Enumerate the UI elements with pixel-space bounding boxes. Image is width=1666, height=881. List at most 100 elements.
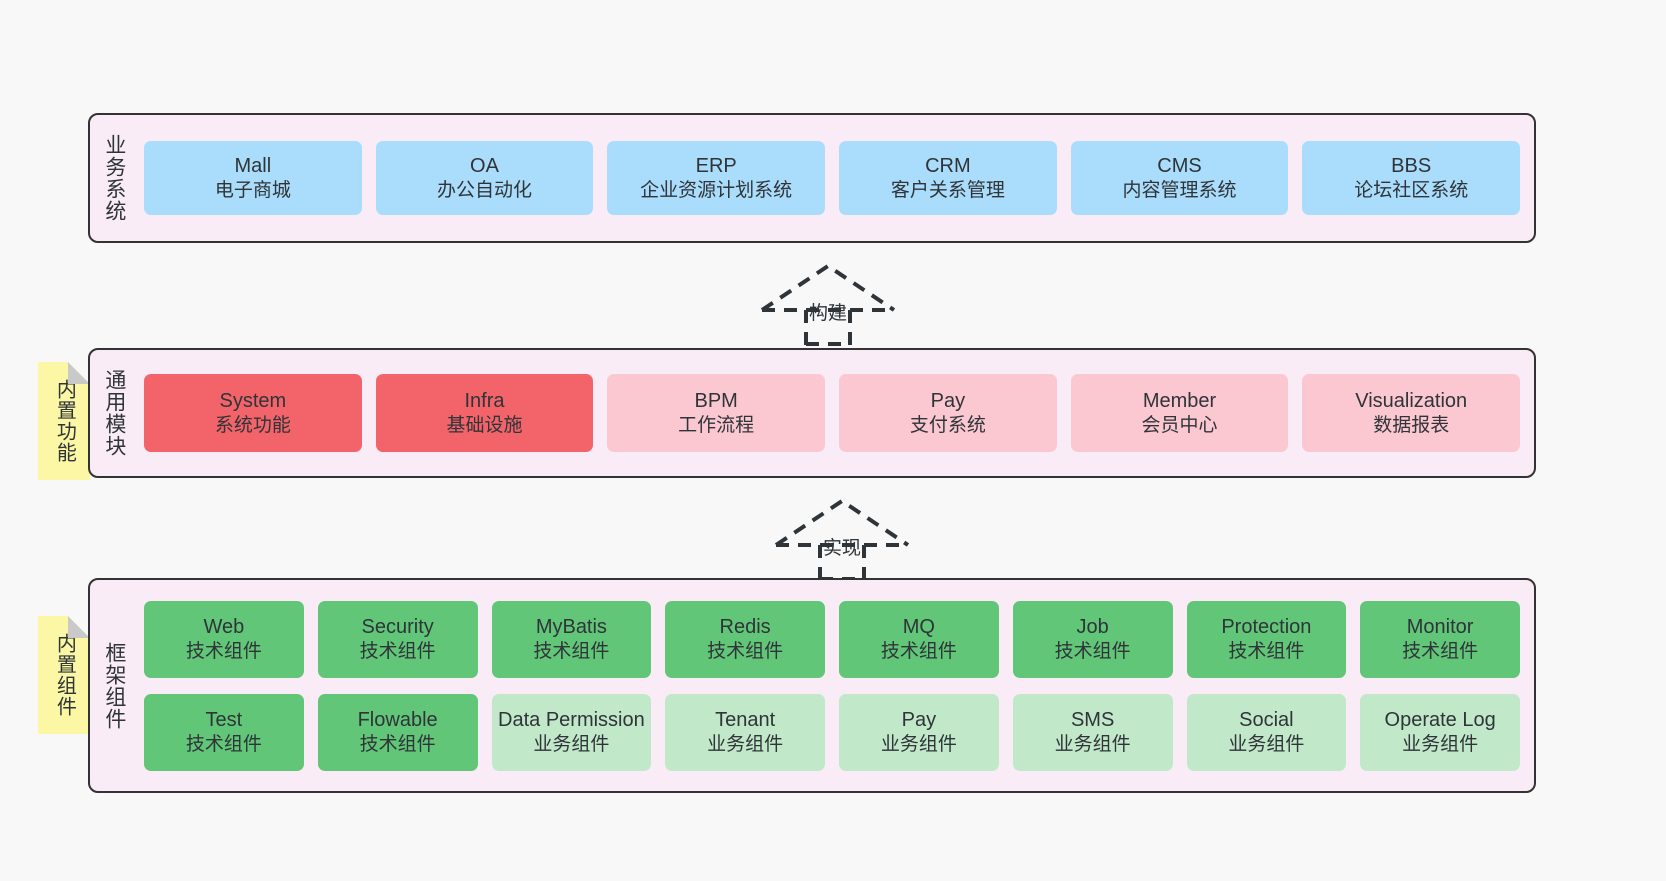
card-title-en: System: [219, 389, 287, 412]
card-infra[interactable]: Infra 基础设施: [375, 374, 594, 452]
card-title-cn: 电子商城: [214, 179, 291, 201]
card-title-en: ERP: [695, 154, 737, 177]
card-system[interactable]: System 系统功能: [144, 374, 362, 452]
connector-build-label: 构建: [808, 303, 848, 324]
card-title-en: MyBatis: [535, 615, 607, 638]
card-protection[interactable]: Protection 技术组件: [1186, 600, 1347, 678]
card-redis[interactable]: Redis 技术组件: [665, 600, 825, 678]
card-title-cn: 业务组件: [707, 733, 784, 755]
sticky-note-label: 内置组件: [53, 633, 76, 717]
card-job[interactable]: Job 技术组件: [1012, 600, 1173, 678]
card-title-en: Social: [1239, 708, 1294, 731]
card-title-en: BBS: [1391, 154, 1432, 177]
card-flowable[interactable]: Flowable 技术组件: [317, 693, 478, 771]
card-web[interactable]: Web 技术组件: [144, 600, 304, 678]
connector-build: 构建: [758, 262, 898, 346]
card-title-en: CMS: [1157, 154, 1202, 177]
card-title-en: Web: [203, 615, 245, 638]
layer-title-business-system: 业务系统: [102, 134, 126, 222]
card-bpm[interactable]: BPM 工作流程: [607, 374, 826, 452]
card-title-cn: 办公自动化: [437, 179, 533, 201]
card-data-permission[interactable]: Data Permission 业务组件: [491, 693, 652, 771]
card-title-en: Pay: [930, 389, 966, 412]
card-title-cn: 系统功能: [214, 414, 291, 436]
card-erp[interactable]: ERP 企业资源计划系统: [607, 141, 826, 215]
card-visualization[interactable]: Visualization 数据报表: [1302, 374, 1521, 452]
card-title-cn: 技术组件: [359, 733, 436, 755]
card-title-cn: 技术组件: [880, 640, 957, 662]
layer-business-system: 业务系统 Mall 电子商城 OA 办公自动化 ERP 企业资源计划系统 CRM…: [88, 113, 1536, 243]
card-title-en: Operate Log: [1384, 708, 1496, 731]
card-row: System 系统功能 Infra 基础设施 BPM 工作流程 Pay 支付系统…: [144, 374, 1521, 452]
card-crm[interactable]: CRM 客户关系管理: [839, 141, 1057, 215]
card-mq[interactable]: MQ 技术组件: [839, 600, 999, 678]
card-mall[interactable]: Mall 电子商城: [144, 141, 362, 215]
layer-body-common-module: System 系统功能 Infra 基础设施 BPM 工作流程 Pay 支付系统…: [138, 350, 1534, 476]
card-sms[interactable]: SMS 业务组件: [1012, 693, 1173, 771]
card-test[interactable]: Test 技术组件: [144, 693, 304, 771]
card-mybatis[interactable]: MyBatis 技术组件: [491, 600, 652, 678]
card-title-cn: 工作流程: [678, 414, 755, 436]
card-title-cn: 技术组件: [1228, 640, 1305, 662]
card-title-en: Redis: [719, 615, 771, 638]
card-title-cn: 论坛社区系统: [1354, 179, 1469, 201]
card-row: Mall 电子商城 OA 办公自动化 ERP 企业资源计划系统 CRM 客户关系…: [144, 141, 1521, 215]
connector-implement: 实现: [772, 497, 912, 581]
card-title-en: OA: [470, 154, 499, 177]
card-title-cn: 业务组件: [1054, 733, 1131, 755]
card-title-en: Flowable: [357, 708, 438, 731]
card-title-cn: 会员中心: [1141, 414, 1218, 436]
connector-implement-label: 实现: [822, 538, 862, 559]
card-pay[interactable]: Pay 支付系统: [839, 374, 1057, 452]
card-member[interactable]: Member 会员中心: [1070, 374, 1289, 452]
card-title-cn: 数据报表: [1373, 414, 1450, 436]
sticky-note-builtin-function: 内置功能: [38, 362, 90, 480]
card-title-en: Data Permission: [498, 708, 645, 731]
card-title-cn: 技术组件: [707, 640, 784, 662]
card-title-cn: 基础设施: [446, 414, 523, 436]
card-row: Web 技术组件 Security 技术组件 MyBatis 技术组件 Redi…: [144, 600, 1520, 678]
layer-body-business-system: Mall 电子商城 OA 办公自动化 ERP 企业资源计划系统 CRM 客户关系…: [138, 115, 1534, 241]
card-title-en: Tenant: [715, 708, 776, 731]
card-title-cn: 业务组件: [1402, 733, 1479, 755]
card-cms[interactable]: CMS 内容管理系统: [1070, 141, 1289, 215]
card-title-cn: 支付系统: [909, 414, 986, 436]
card-title-en: Job: [1076, 615, 1109, 638]
card-title-cn: 内容管理系统: [1122, 179, 1237, 201]
card-operate-log[interactable]: Operate Log 业务组件: [1360, 693, 1520, 771]
layer-framework-component: 框架组件 Web 技术组件 Security 技术组件 MyBatis 技术组件…: [88, 578, 1536, 793]
layer-body-framework-component: Web 技术组件 Security 技术组件 MyBatis 技术组件 Redi…: [138, 580, 1534, 791]
card-row: Test 技术组件 Flowable 技术组件 Data Permission …: [144, 693, 1520, 771]
card-title-cn: 业务组件: [1228, 733, 1305, 755]
card-title-cn: 技术组件: [1402, 640, 1479, 662]
layer-title-framework-component: 框架组件: [102, 641, 126, 730]
card-title-cn: 技术组件: [185, 640, 262, 662]
card-bbs[interactable]: BBS 论坛社区系统: [1302, 141, 1521, 215]
card-title-cn: 业务组件: [533, 733, 610, 755]
card-title-cn: 技术组件: [533, 640, 610, 662]
card-title-en: Mall: [234, 154, 272, 177]
card-social[interactable]: Social 业务组件: [1186, 693, 1347, 771]
layer-title-common-module: 通用模块: [102, 369, 126, 457]
card-title-en: MQ: [902, 615, 935, 638]
card-oa[interactable]: OA 办公自动化: [375, 141, 594, 215]
card-title-en: Infra: [464, 389, 505, 412]
card-title-en: Protection: [1221, 615, 1312, 638]
card-security[interactable]: Security 技术组件: [317, 600, 478, 678]
card-pay-component[interactable]: Pay 业务组件: [839, 693, 999, 771]
card-tenant[interactable]: Tenant 业务组件: [665, 693, 825, 771]
card-title-en: SMS: [1070, 708, 1115, 731]
card-title-cn: 客户关系管理: [890, 179, 1005, 201]
layer-common-module: 通用模块 System 系统功能 Infra 基础设施 BPM 工作流程 Pay…: [88, 348, 1536, 478]
card-monitor[interactable]: Monitor 技术组件: [1360, 600, 1520, 678]
card-title-en: Test: [205, 708, 243, 731]
sticky-fold-corner: [68, 616, 90, 638]
card-title-cn: 业务组件: [880, 733, 957, 755]
sticky-note-builtin-component: 内置组件: [38, 616, 90, 734]
card-title-en: Member: [1142, 389, 1217, 412]
sticky-note-label: 内置功能: [53, 379, 76, 463]
card-title-cn: 企业资源计划系统: [640, 179, 793, 201]
card-title-en: BPM: [694, 389, 738, 412]
card-title-en: Visualization: [1355, 389, 1468, 412]
